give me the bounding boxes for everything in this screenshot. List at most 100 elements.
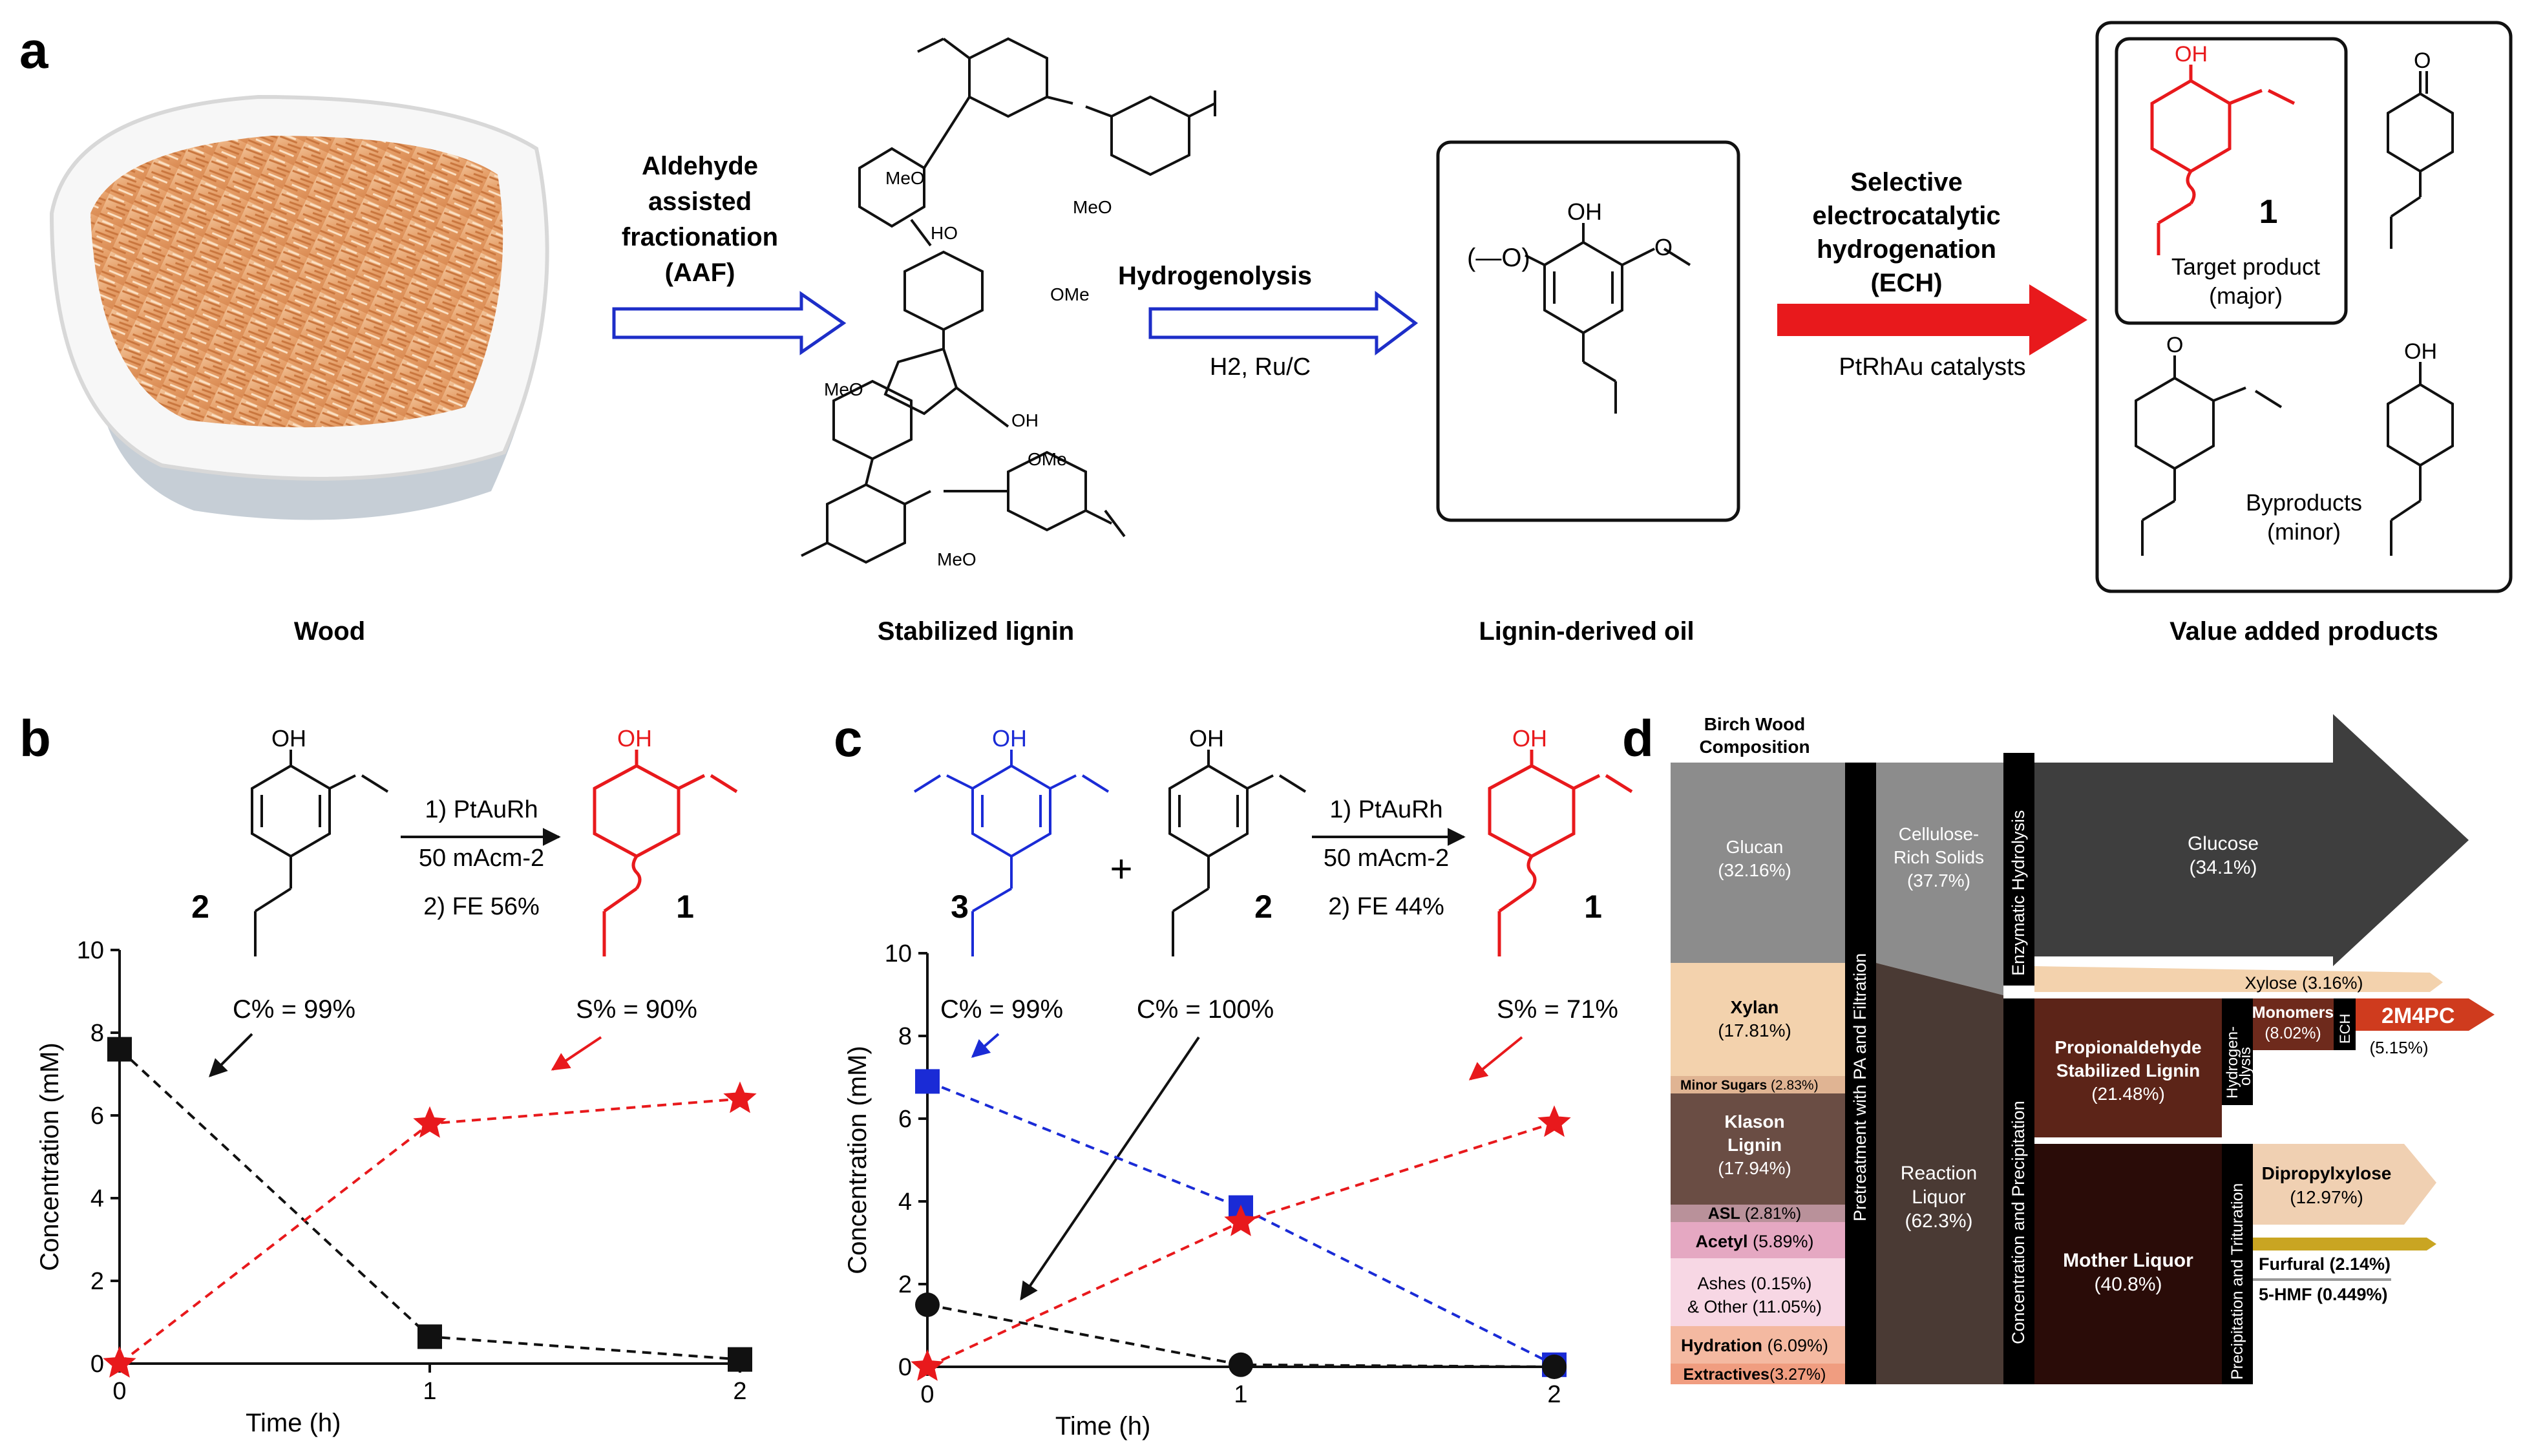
oil-o-sub: (—O) (1467, 244, 1530, 272)
oil-box (1436, 140, 1740, 522)
pretreatment-label: Pretreatment with PA and Filtration (1850, 953, 1870, 1221)
chart-c-y-tick-label: 10 (885, 940, 912, 967)
chart-b-y-tick-label: 4 (90, 1185, 104, 1212)
ech-arrow (1777, 284, 2087, 355)
c-cond1: 1) PtAuRh (1329, 796, 1442, 823)
panel-c-letter: c (834, 710, 863, 767)
monomers-block (2253, 998, 2334, 1050)
m4pc-label: 2M4PC (2381, 1004, 2455, 1028)
comp-ashes (1671, 1258, 1845, 1326)
minor-sugars-name: Minor Sugars (2.83%) (1680, 1078, 1819, 1093)
aaf-line3: fractionation (622, 223, 778, 251)
hydrogenolysis-arrow (1148, 291, 1419, 355)
comp-klason (1671, 1093, 1845, 1205)
lignin-ome-2: OMe (1028, 449, 1067, 469)
c-product-structure (1488, 750, 1633, 956)
chart-b-y-tick-label: 0 (90, 1351, 104, 1378)
chart-b-y-axis-label: Concentration (mM) (36, 1042, 64, 1271)
chart-b-y-tick-label: 10 (77, 937, 104, 964)
chart-c-x-tick-label: 0 (920, 1381, 934, 1408)
alcohol-structure (2387, 362, 2454, 556)
enzymatic-label: Enzymatic Hydrolysis (2009, 810, 2028, 976)
ech-bar (2334, 998, 2356, 1050)
c-conv3: C% = 99% (940, 995, 1063, 1024)
chart-b-y-tick-label: 6 (90, 1103, 104, 1130)
ech-d-label: ECH (2337, 1014, 2353, 1044)
c-sel-pointer (1468, 1036, 1523, 1081)
chart-b-x-tick-label: 0 (112, 1378, 126, 1405)
b-cond1: 1) PtAuRh (425, 796, 538, 823)
byproducts-label-1: Byproducts (2246, 489, 2362, 516)
comp-extractives (1671, 1364, 1845, 1384)
reaction-liquor-2: Liquor (1912, 1187, 1965, 1208)
extractives-name: Extractives(3.27%) (1684, 1366, 1826, 1384)
comp-asl (1671, 1205, 1845, 1222)
products-label: Value added products (2170, 617, 2438, 646)
chart-b-series-1-point (723, 1081, 757, 1113)
panel-b-letter: b (19, 710, 51, 767)
glucose-1: Glucose (2188, 833, 2259, 854)
conc-precip-label: Concentration and Precipitation (2009, 1101, 2028, 1344)
b-cond2: 50 mAcm-2 (419, 845, 544, 872)
c-reactant3-num: 3 (951, 889, 969, 925)
target-label-2: (major) (2209, 282, 2283, 309)
chart-b-x-tick-label: 1 (423, 1378, 436, 1405)
monomers-1: Monomers (2252, 1004, 2334, 1022)
b-reactant-oh: OH (271, 725, 306, 752)
chart-c-series-1-point (1229, 1352, 1253, 1377)
flow-cellulose (1876, 763, 2003, 995)
klason-pct: (17.94%) (1718, 1158, 1791, 1178)
panel-b: b OH 2 1) PtAuRh 50 mAcm-2 2) FE 56% OH … (19, 710, 757, 1437)
wood-label: Wood (294, 617, 365, 646)
xylan-name: Xylan (1731, 997, 1779, 1017)
oil-label: Lignin-derived oil (1479, 617, 1694, 646)
c-product-num: 1 (1584, 889, 1602, 925)
chart-b-y-tick-label: 2 (90, 1268, 104, 1295)
panel-d-letter: d (1622, 710, 1654, 767)
psl-1: Propionaldehyde (2054, 1037, 2201, 1057)
chart-b-series-0-point (728, 1347, 752, 1372)
aaf-line4: (AAF) (665, 258, 735, 287)
ech-conditions: PtRhAu catalysts (1839, 353, 2025, 381)
lignin-meo-4: MeO (937, 549, 977, 569)
c-product-oh: OH (1512, 725, 1547, 752)
chart-c-y-tick-label: 6 (898, 1106, 912, 1133)
chart-c-y-axis-label: Concentration (mM) (843, 1046, 872, 1274)
comp-acetyl (1671, 1222, 1845, 1258)
lignin-meo-3: MeO (824, 379, 863, 399)
ketone-methoxy-structure (2135, 355, 2283, 556)
chart-b-series-1-point (103, 1346, 136, 1378)
aaf-line1: Aldehyde (642, 152, 758, 180)
lignin-ome-1: OMe (1050, 284, 1090, 304)
reactant-3-structure (913, 750, 1110, 956)
c-selectivity: S% = 71% (1497, 995, 1618, 1024)
xylan-pct: (17.81%) (1718, 1020, 1791, 1040)
chart-c-series-0-line (927, 1080, 1555, 1366)
ketone-methoxy-o: O (2166, 333, 2183, 357)
lignin-ho-1: HO (931, 223, 958, 243)
ketone-structure (2387, 71, 2454, 249)
b-sel-pointer (551, 1036, 602, 1071)
c-conv3-pointer (971, 1033, 1000, 1058)
chart-b-series-1-line (118, 1097, 741, 1365)
monomers-2: (8.02%) (2265, 1024, 2321, 1042)
klason-name-1: Klason (1724, 1112, 1784, 1132)
b-product-oh: OH (617, 725, 652, 752)
c-plus: + (1110, 847, 1132, 891)
ech-line3: hydrogenation (1817, 235, 1996, 264)
enzymatic-bar (2003, 753, 2034, 986)
chart-c-y-tick-label: 8 (898, 1023, 912, 1050)
panel-a: a Wood Aldehyde assisted fractionation (… (19, 21, 2513, 646)
hydrogenolysis-d-1: Hydrogen- (2224, 1026, 2241, 1099)
glucan-pct: (32.16%) (1718, 860, 1791, 880)
hydrogenolysis-bar (2222, 998, 2253, 1105)
comp-minor-sugars (1671, 1076, 1845, 1093)
hmf-arrow (2253, 1278, 2391, 1281)
b-conv-pointer (209, 1033, 253, 1077)
c-reactant-2-structure (1168, 750, 1307, 956)
chart-b-x-tick-label: 2 (733, 1378, 746, 1405)
precip-trit-bar (2222, 1144, 2253, 1384)
comp-hydration (1671, 1326, 1845, 1364)
glucose-2: (34.1%) (2189, 857, 2257, 878)
